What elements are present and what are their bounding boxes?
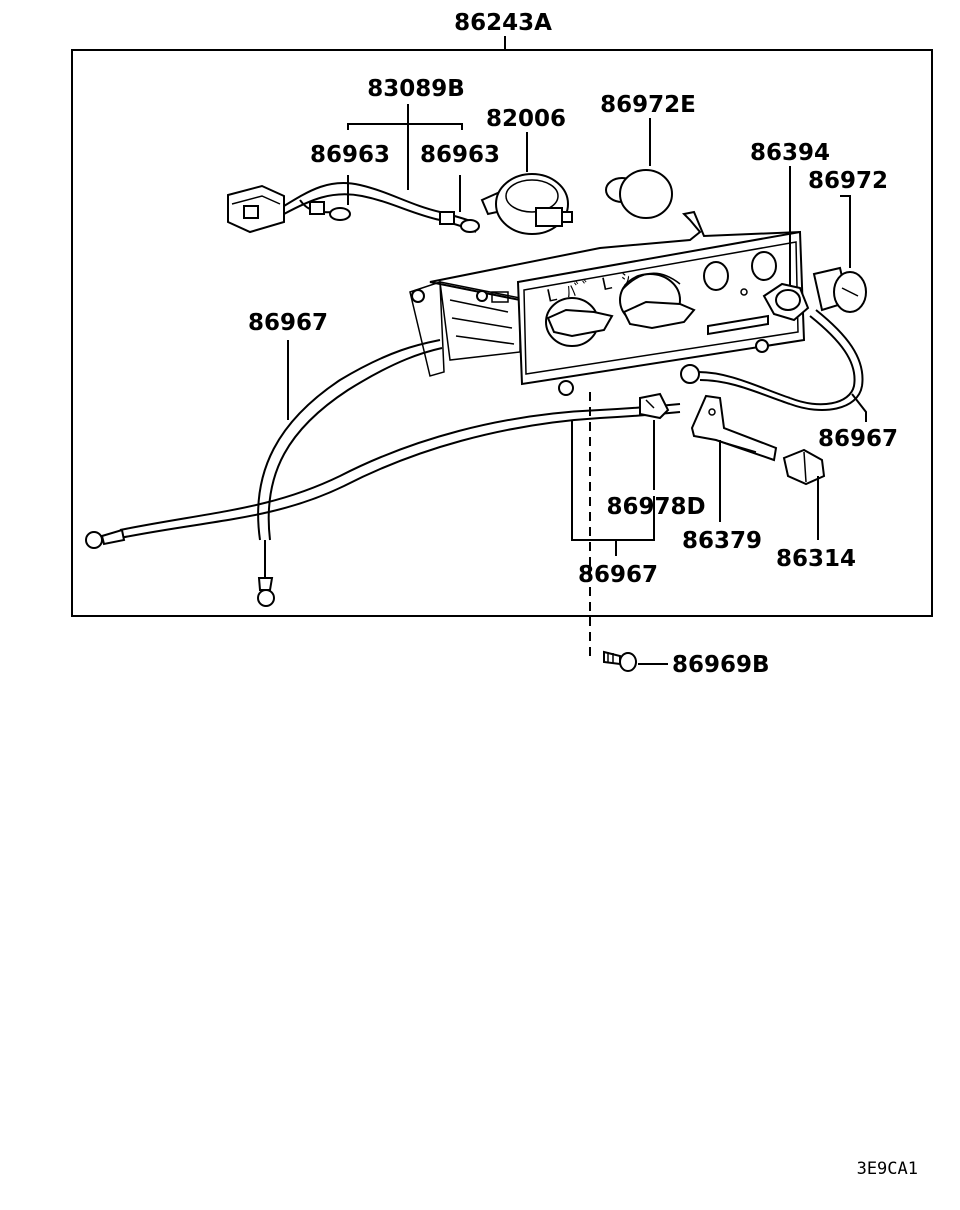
knob-86972e bbox=[605, 118, 673, 219]
label-86969b: 86969B bbox=[672, 652, 770, 678]
label-86394: 86394 bbox=[750, 140, 830, 166]
assembly-boundary bbox=[71, 49, 933, 617]
label-86379: 86379 bbox=[682, 528, 762, 554]
label-86314: 86314 bbox=[776, 546, 856, 572]
label-86978d: 86978D bbox=[606, 494, 705, 520]
label-83089b: 83089B bbox=[367, 76, 465, 102]
bracket-86379 bbox=[690, 394, 778, 522]
label-82006: 82006 bbox=[486, 106, 566, 132]
cable-left bbox=[85, 339, 681, 607]
drawing-code: 3E9CA1 bbox=[857, 1159, 918, 1179]
label-86967-bottom: 86967 bbox=[578, 562, 658, 588]
wire-harness bbox=[227, 104, 480, 234]
lever-knob-86394 bbox=[762, 166, 810, 322]
label-86963-left: 86963 bbox=[310, 142, 390, 168]
blower-switch bbox=[480, 132, 573, 235]
label-86967-left: 86967 bbox=[248, 310, 328, 336]
cable-right bbox=[680, 309, 867, 422]
label-86972e: 86972E bbox=[600, 92, 696, 118]
assembly-label: 86243A bbox=[454, 10, 552, 36]
control-panel: L ﾊﾞﾞ L ｼ bbox=[409, 210, 806, 396]
label-86967-right: 86967 bbox=[818, 426, 898, 452]
knob-86972 bbox=[812, 195, 867, 313]
label-86963-right: 86963 bbox=[420, 142, 500, 168]
clip-86978d bbox=[639, 392, 670, 490]
knob-86314 bbox=[782, 448, 826, 540]
leader-86967-bottom bbox=[571, 420, 655, 556]
screw-86969b bbox=[589, 392, 668, 672]
label-86972: 86972 bbox=[808, 168, 888, 194]
